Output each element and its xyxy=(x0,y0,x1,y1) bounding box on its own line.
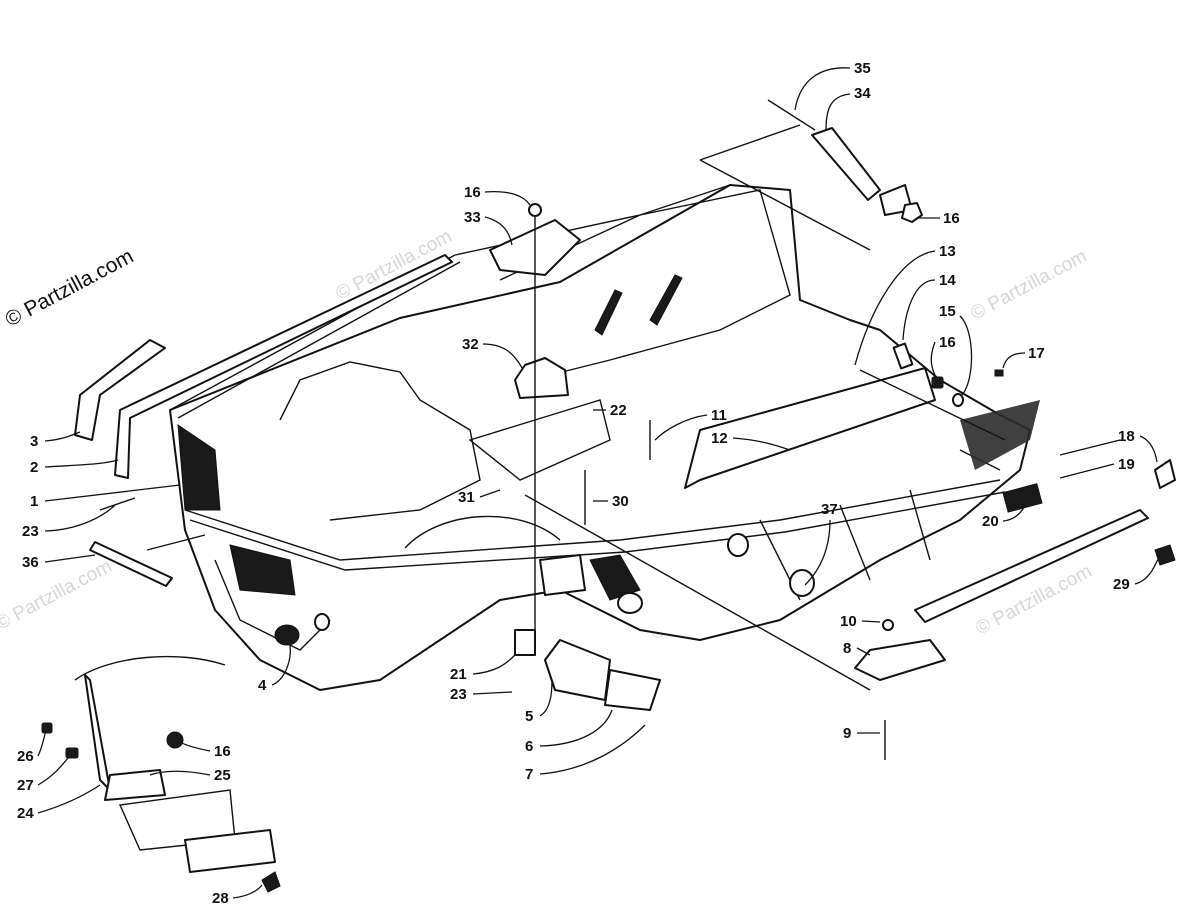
callout-26: 26 xyxy=(17,748,34,765)
callouts: 35 34 16 16 33 13 14 15 16 17 32 22 xyxy=(17,60,1161,907)
hardware xyxy=(89,342,1176,760)
callout-1: 1 xyxy=(30,493,38,510)
callout-13: 13 xyxy=(939,243,956,260)
callout-24: 24 xyxy=(17,805,34,822)
callout-22: 22 xyxy=(610,402,627,419)
callout-18: 18 xyxy=(1118,428,1135,445)
callout-16-upper-right: 16 xyxy=(943,210,960,227)
watermark-text: © Partzilla.com xyxy=(972,561,1095,640)
callout-23-left: 23 xyxy=(22,523,39,540)
panel-12 xyxy=(684,367,936,489)
callout-16-top: 16 xyxy=(464,184,481,201)
callout-10: 10 xyxy=(840,613,857,630)
callout-29: 29 xyxy=(1113,576,1130,593)
callout-28: 28 xyxy=(212,890,229,907)
upper-bracket xyxy=(767,99,923,223)
trim-strip-2 xyxy=(114,254,453,479)
trim-strips xyxy=(74,254,453,479)
callout-16-lower-left: 16 xyxy=(214,743,231,760)
trim-strip-3 xyxy=(74,339,166,441)
copyright-text: © Partzilla.com xyxy=(2,245,138,332)
callout-19: 19 xyxy=(1118,456,1135,473)
callout-30: 30 xyxy=(612,493,629,510)
callout-34: 34 xyxy=(854,85,871,102)
callout-25: 25 xyxy=(214,767,231,784)
rail-19 xyxy=(914,509,1149,623)
bracket-assembly-lower-left xyxy=(41,655,281,893)
callout-33: 33 xyxy=(464,209,481,226)
grommet-4 xyxy=(274,624,300,646)
callout-15: 15 xyxy=(939,303,956,320)
callout-27: 27 xyxy=(17,777,34,794)
latch-parts xyxy=(514,629,661,711)
callout-16-right: 16 xyxy=(939,334,956,351)
steering-post-parts xyxy=(489,203,581,640)
latch-5 xyxy=(544,639,611,701)
bezel-6 xyxy=(604,669,661,711)
callout-9: 9 xyxy=(843,725,851,742)
callout-8: 8 xyxy=(843,640,851,657)
callout-3: 3 xyxy=(30,433,38,450)
callout-6: 6 xyxy=(525,738,533,755)
callout-32: 32 xyxy=(462,336,479,353)
callout-23-center: 23 xyxy=(450,686,467,703)
belly-pan-hull xyxy=(169,184,1031,691)
callout-5: 5 xyxy=(525,708,533,725)
callout-35: 35 xyxy=(854,60,871,77)
side-rail-parts xyxy=(684,367,1176,681)
callout-20: 20 xyxy=(982,513,999,530)
callout-12: 12 xyxy=(711,430,728,447)
callout-21: 21 xyxy=(450,666,467,683)
construction-lines xyxy=(146,124,1121,691)
callout-2: 2 xyxy=(30,459,38,476)
watermark-text: © Partzilla.com xyxy=(967,246,1090,325)
callout-31: 31 xyxy=(458,489,475,506)
hitch-8 xyxy=(854,639,946,681)
belly-pan-assembly xyxy=(169,184,1031,691)
callout-11: 11 xyxy=(711,407,727,424)
callout-36: 36 xyxy=(22,554,39,571)
callout-37: 37 xyxy=(821,501,838,518)
watermark-text: © Partzilla.com xyxy=(0,556,115,635)
callout-14: 14 xyxy=(939,272,956,289)
callout-17: 17 xyxy=(1028,345,1045,362)
callout-7: 7 xyxy=(525,766,533,783)
rod-36 xyxy=(89,541,173,587)
callout-4: 4 xyxy=(258,677,267,694)
boot-32 xyxy=(514,357,569,399)
